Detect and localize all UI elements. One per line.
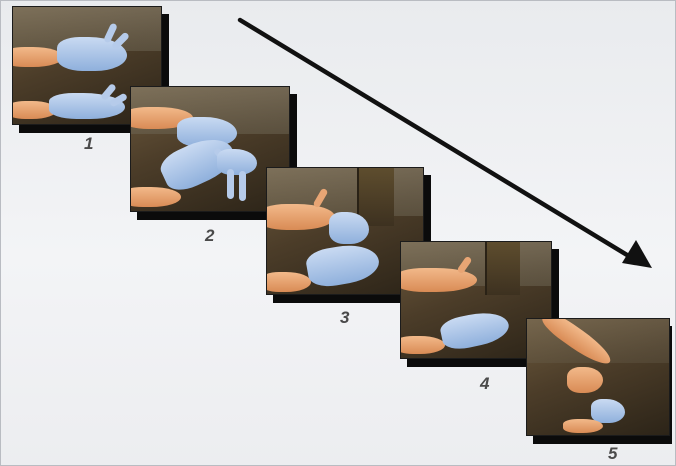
step-5-label: 5 — [608, 444, 618, 464]
step-4-label: 4 — [480, 374, 490, 394]
step-3-label: 3 — [340, 308, 350, 328]
step-2-label: 2 — [205, 226, 215, 246]
step-5-photo — [526, 318, 670, 436]
step-1-label: 1 — [84, 134, 94, 154]
step-5-panel — [526, 318, 670, 436]
